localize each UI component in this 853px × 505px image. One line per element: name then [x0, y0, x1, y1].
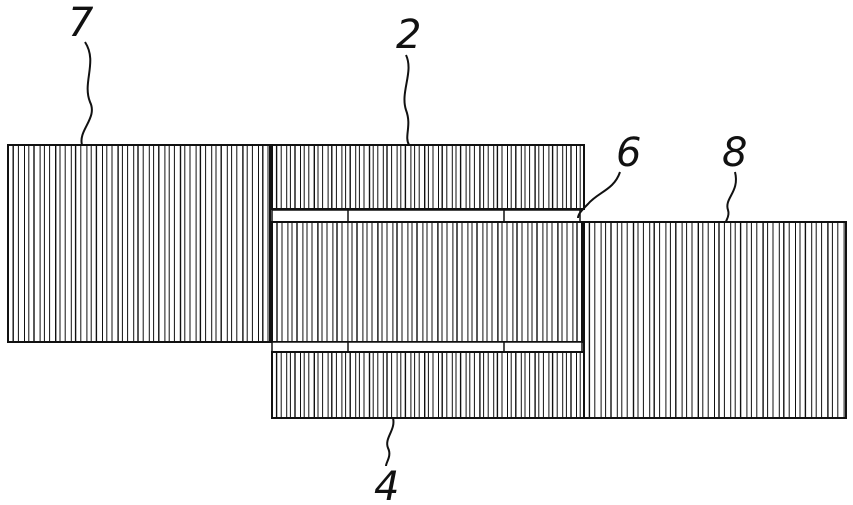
shaft-6 [271, 209, 583, 353]
label-2: 2 [396, 12, 421, 58]
leader-8 [725, 171, 737, 223]
gear-4-hatching [275, 352, 581, 418]
label-4: 4 [374, 464, 399, 505]
gear-7 [7, 144, 271, 343]
gear-8-hatching [588, 222, 845, 418]
leader-6 [577, 171, 621, 219]
upper-hub [347, 209, 505, 223]
label-8: 8 [722, 130, 747, 176]
gear-7-hatching [12, 145, 269, 342]
leader-4 [385, 417, 395, 467]
leader-7 [80, 41, 93, 146]
gear-2 [271, 144, 585, 210]
gear-8 [583, 221, 847, 419]
gear-4 [271, 351, 585, 419]
gear-7-body [7, 144, 271, 343]
lower-hub [347, 341, 505, 353]
leader-2 [403, 54, 410, 146]
label-6: 6 [616, 130, 641, 176]
label-7: 7 [68, 0, 94, 46]
gear-2-hatching [275, 145, 581, 209]
shaft-6-hatching [276, 222, 578, 342]
